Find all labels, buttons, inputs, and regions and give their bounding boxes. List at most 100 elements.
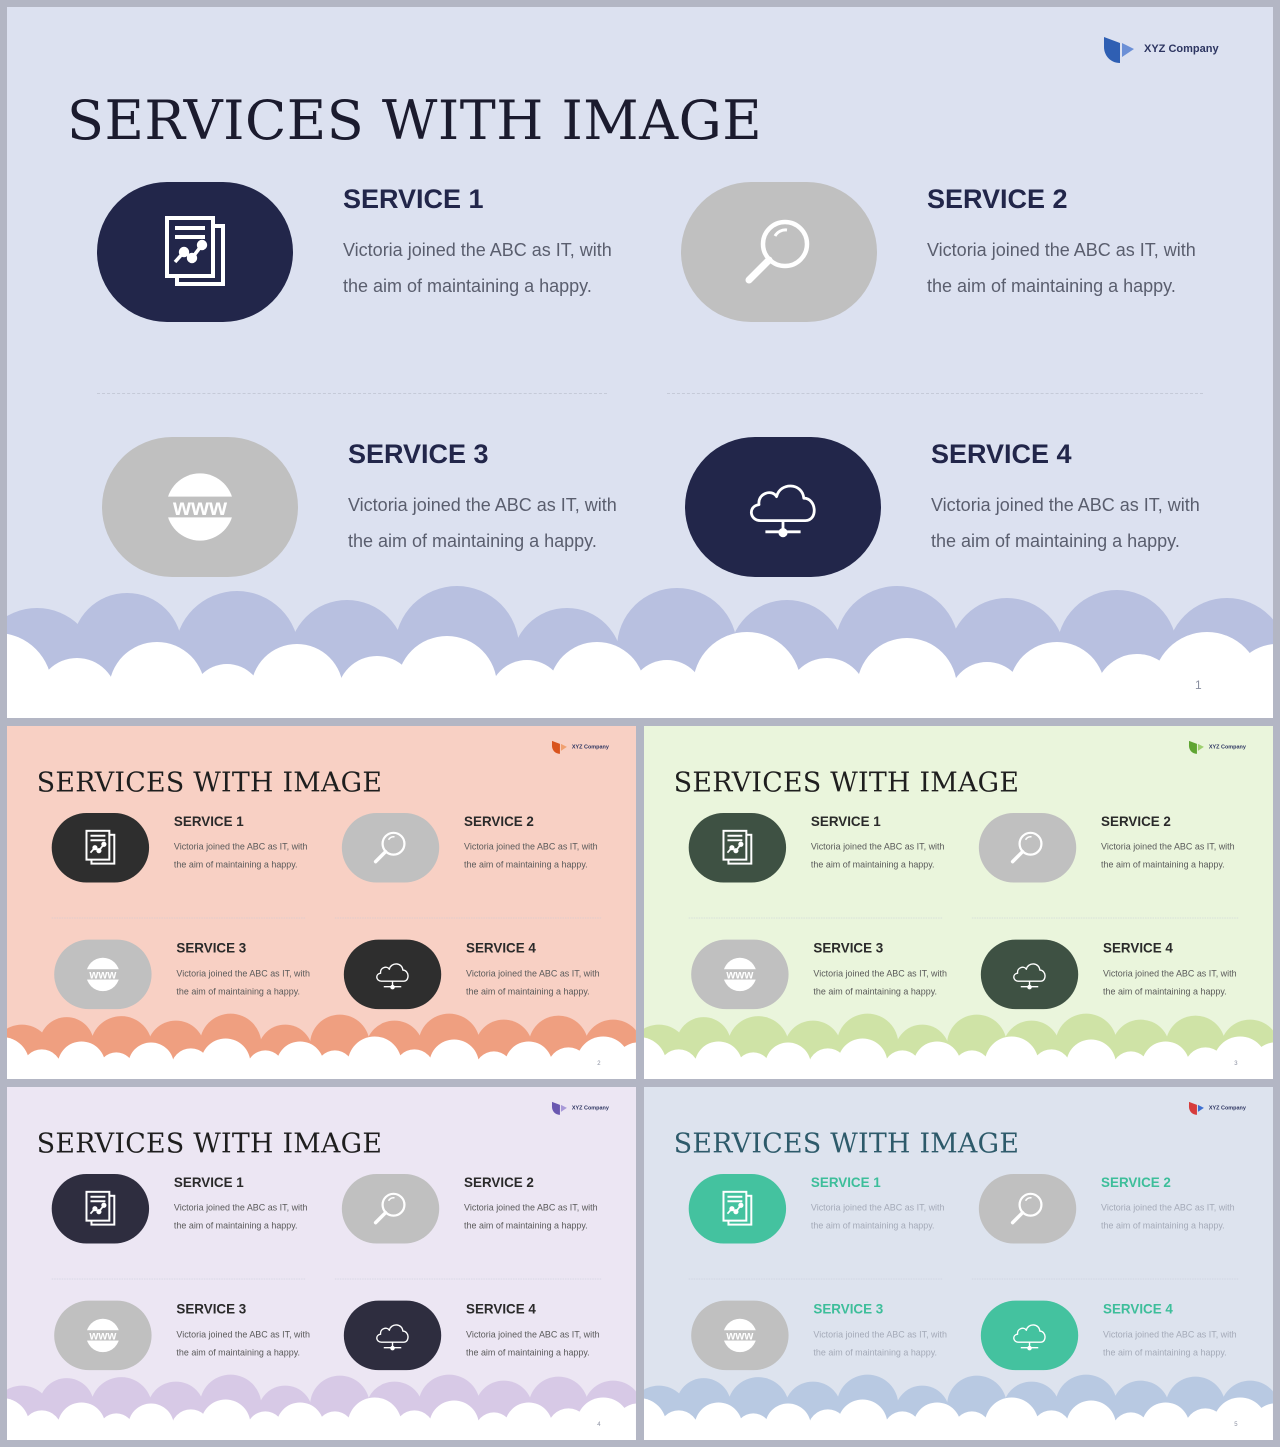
service-card-4: SERVICE 4 Victoria joined the ABC as IT,… xyxy=(343,1300,622,1376)
service-card-2: SERVICE 2 Victoria joined the ABC as IT,… xyxy=(978,812,1257,888)
company-logo: XYZ Company xyxy=(1188,739,1246,755)
svg-text:www: www xyxy=(88,1330,116,1342)
service-4-title: SERVICE 4 xyxy=(466,1301,536,1317)
service-2-title: SERVICE 2 xyxy=(464,813,534,829)
service-4-title: SERVICE 4 xyxy=(1103,940,1173,956)
svg-text:www: www xyxy=(725,1330,753,1342)
service-4-title: SERVICE 4 xyxy=(1103,1301,1173,1317)
service-2-badge xyxy=(341,1173,440,1244)
service-card-4: SERVICE 4 Victoria joined the ABC as IT,… xyxy=(685,437,1245,587)
service-card-1: SERVICE 1 Victoria joined the ABC as IT,… xyxy=(51,812,330,888)
service-4-badge xyxy=(343,939,442,1010)
service-1-description: Victoria joined the ABC as IT, with the … xyxy=(343,240,612,296)
service-card-1: SERVICE 1 Victoria joined the ABC as IT,… xyxy=(688,1173,967,1249)
report-chart-icon xyxy=(81,828,121,868)
service-3-description: Victoria joined the ABC as IT, with the … xyxy=(176,968,310,997)
page-number: 4 xyxy=(597,1420,601,1428)
service-card-1: SERVICE 1 Victoria joined the ABC as IT,… xyxy=(51,1173,330,1249)
cloud-border xyxy=(644,1013,1273,1079)
cloud-border xyxy=(7,586,1273,718)
slide-title: SERVICES WITH IMAGE xyxy=(673,766,1020,799)
service-1-title: SERVICE 1 xyxy=(810,1174,881,1190)
slide-title: SERVICES WITH IMAGE xyxy=(67,89,763,152)
cloud-network-icon xyxy=(743,467,823,547)
svg-text:www: www xyxy=(725,969,753,981)
page-number: 5 xyxy=(1234,1420,1238,1428)
service-1-title: SERVICE 1 xyxy=(173,813,244,829)
slide-title: SERVICES WITH IMAGE xyxy=(36,1127,383,1160)
service-card-3: www SERVICE 3 Victoria joined the ABC as… xyxy=(691,1300,969,1376)
service-2-title: SERVICE 2 xyxy=(464,1174,534,1190)
service-3-title: SERVICE 3 xyxy=(348,439,489,469)
service-3-description: Victoria joined the ABC as IT, with the … xyxy=(348,495,617,551)
logo-text: XYZ Company xyxy=(571,1104,609,1111)
cloud-network-icon xyxy=(373,1316,413,1356)
service-card-1: SERVICE 1 Victoria joined the ABC as IT,… xyxy=(97,182,657,332)
service-3-description: Victoria joined the ABC as IT, with the … xyxy=(813,1329,947,1358)
service-1-badge xyxy=(97,182,293,322)
service-4-description: Victoria joined the ABC as IT, with the … xyxy=(466,968,600,997)
service-1-badge xyxy=(51,1173,150,1244)
company-logo: XYZ Company xyxy=(1188,1100,1246,1116)
service-2-badge xyxy=(341,812,440,883)
service-1-badge xyxy=(688,1173,787,1244)
service-3-title: SERVICE 3 xyxy=(176,940,247,956)
page-number: 2 xyxy=(597,1059,601,1067)
cloud-border xyxy=(644,1374,1273,1440)
service-1-description: Victoria joined the ABC as IT, with the … xyxy=(173,841,308,870)
www-globe-icon: www xyxy=(160,467,240,547)
service-card-2: SERVICE 2 Victoria joined the ABC as IT,… xyxy=(681,182,1241,332)
service-2-badge xyxy=(978,812,1077,883)
company-logo: XYZ Company xyxy=(1102,33,1219,65)
service-3-description: Victoria joined the ABC as IT, with the … xyxy=(176,1329,310,1358)
service-2-description: Victoria joined the ABC as IT, with the … xyxy=(464,841,598,870)
service-4-description: Victoria joined the ABC as IT, with the … xyxy=(1103,1329,1237,1358)
www-globe-icon: www xyxy=(720,1316,760,1356)
service-4-title: SERVICE 4 xyxy=(466,940,536,956)
service-4-badge xyxy=(980,939,1079,1010)
www-globe-icon: www xyxy=(720,955,760,995)
magnifier-icon xyxy=(1008,1189,1048,1229)
service-card-1: SERVICE 1 Victoria joined the ABC as IT,… xyxy=(688,812,967,888)
magnifier-icon xyxy=(739,212,819,292)
logo-text: XYZ Company xyxy=(1144,43,1219,55)
service-1-description: Victoria joined the ABC as IT, with the … xyxy=(810,1202,945,1231)
service-2-title: SERVICE 2 xyxy=(1101,1174,1171,1190)
cloud-border xyxy=(7,1013,636,1079)
service-card-3: www SERVICE 3 Victoria joined the ABC as… xyxy=(691,939,969,1015)
service-1-description: Victoria joined the ABC as IT, with the … xyxy=(173,1202,308,1231)
service-4-description: Victoria joined the ABC as IT, with the … xyxy=(466,1329,600,1358)
service-2-badge xyxy=(681,182,877,322)
service-1-title: SERVICE 1 xyxy=(343,184,484,214)
service-card-2: SERVICE 2 Victoria joined the ABC as IT,… xyxy=(341,812,620,888)
divider-left xyxy=(97,393,607,394)
report-chart-icon xyxy=(718,1189,758,1229)
logo-text: XYZ Company xyxy=(1208,743,1246,750)
service-card-3: www SERVICE 3 Victoria joined the ABC as… xyxy=(102,437,662,587)
service-3-badge: www xyxy=(54,1300,152,1371)
service-card-4: SERVICE 4 Victoria joined the ABC as IT,… xyxy=(980,939,1259,1015)
logo-text: XYZ Company xyxy=(1208,1104,1246,1111)
company-logo: XYZ Company xyxy=(551,1100,609,1116)
service-card-2: SERVICE 2 Victoria joined the ABC as IT,… xyxy=(978,1173,1257,1249)
service-2-badge xyxy=(978,1173,1077,1244)
www-globe-icon: www xyxy=(83,1316,123,1356)
service-4-badge xyxy=(685,437,881,577)
service-3-title: SERVICE 3 xyxy=(176,1301,247,1317)
service-2-title: SERVICE 2 xyxy=(927,184,1068,214)
magnifier-icon xyxy=(1008,828,1048,868)
logo-text: XYZ Company xyxy=(571,743,609,750)
service-2-description: Victoria joined the ABC as IT, with the … xyxy=(1101,1202,1235,1231)
service-4-title: SERVICE 4 xyxy=(931,439,1072,469)
magnifier-icon xyxy=(371,1189,411,1229)
service-2-description: Victoria joined the ABC as IT, with the … xyxy=(464,1202,598,1231)
service-4-description: Victoria joined the ABC as IT, with the … xyxy=(931,495,1200,551)
report-chart-icon xyxy=(155,212,235,292)
svg-text:www: www xyxy=(172,494,228,520)
service-3-badge: www xyxy=(54,939,152,1010)
